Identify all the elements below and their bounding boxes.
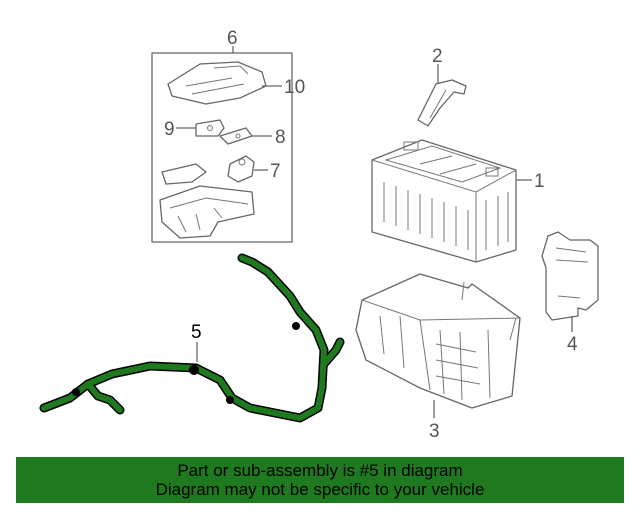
callout-10: 10 [284, 77, 305, 98]
callout-7: 7 [270, 161, 281, 182]
battery-1 [371, 139, 517, 263]
parts-diagram: 6 10 9 8 7 2 1 4 3 5 [39, 28, 599, 442]
callout-5: 5 [191, 322, 202, 343]
bracket-9 [195, 119, 225, 137]
hold-down-bracket-2 [417, 79, 467, 127]
insulator-4 [541, 231, 599, 321]
callout-6: 6 [227, 28, 238, 49]
callout-3: 3 [429, 421, 440, 442]
callout-8: 8 [275, 127, 286, 148]
banner-line-2: Diagram may not be specific to your vehi… [155, 480, 485, 499]
callout-9: 9 [164, 119, 175, 140]
connector [161, 163, 207, 185]
battery-cable-5 [39, 253, 345, 423]
battery-tray-3 [355, 273, 521, 409]
banner-line-1: Part or sub-assembly is #5 in diagram [177, 461, 463, 480]
relay-7 [227, 155, 255, 183]
fuse-box-assembly [151, 52, 293, 243]
info-banner: Part or sub-assembly is #5 in diagram Di… [16, 457, 624, 503]
callout-2: 2 [432, 46, 443, 67]
leader-lines [176, 46, 573, 418]
fuse-block-base [159, 185, 255, 239]
callout-4: 4 [567, 334, 578, 355]
callout-1: 1 [534, 171, 545, 192]
